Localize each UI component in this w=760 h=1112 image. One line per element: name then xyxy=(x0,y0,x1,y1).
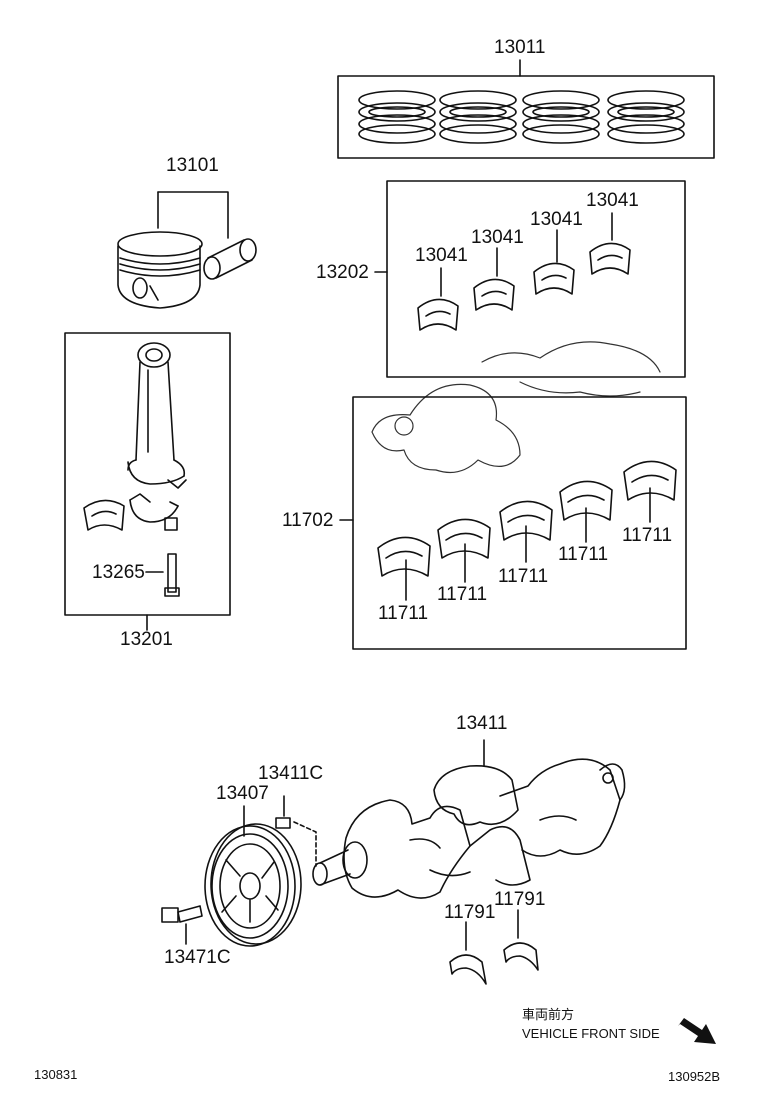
conrod-bearings-group xyxy=(374,180,686,378)
part-number-main-bearing: 11711 xyxy=(622,525,673,546)
diagram-code-left: 130831 xyxy=(34,1067,78,1082)
front-direction-arrow xyxy=(678,1018,716,1044)
part-number-thrust-washer: 11791 xyxy=(444,902,496,923)
part-number-thrust-washer: 11791 xyxy=(494,889,546,910)
part-number-conrod-bolt: 13265 xyxy=(92,562,145,583)
piston-rings-group xyxy=(337,59,715,159)
part-number-main-bearing: 11711 xyxy=(378,603,429,624)
pulley-bolt xyxy=(161,905,203,945)
crankshaft xyxy=(312,739,626,899)
direction-label-japanese: 車両前方 xyxy=(522,1007,575,1022)
piston-assy xyxy=(117,191,257,309)
part-number-conrod-bearing: 13041 xyxy=(586,190,639,211)
conrod-bearing-shell xyxy=(589,242,631,275)
diagram-code-right: 130952B xyxy=(668,1069,721,1084)
piston-ring-set xyxy=(439,90,517,144)
part-number-main-bearings: 11702 xyxy=(282,510,334,531)
part-number-main-bearing: 11711 xyxy=(437,584,488,605)
crank-key xyxy=(275,795,317,867)
conrod-bearing-shell xyxy=(417,298,459,331)
conrod-bearing-shell xyxy=(473,278,515,311)
main-bearing-shell xyxy=(623,460,677,501)
part-number-pulley-bolt: 13471C xyxy=(164,947,231,968)
part-number-conrod-bearing: 13041 xyxy=(471,227,524,248)
main-bearings-group xyxy=(339,396,687,650)
conrod-bearing-shell xyxy=(533,262,575,295)
main-bearing-shell xyxy=(437,518,491,559)
part-number-main-bearing: 11711 xyxy=(498,566,549,587)
part-number-crank-key: 13411C xyxy=(258,763,324,784)
part-number-piston: 13101 xyxy=(166,155,219,176)
part-number-crankshaft: 13411 xyxy=(456,713,508,734)
part-number-main-bearing: 11711 xyxy=(558,544,609,565)
main-bearing-shell xyxy=(377,536,431,577)
part-number-pulley: 13407 xyxy=(216,783,269,804)
piston-ring-set xyxy=(522,90,600,144)
part-number-conrod-bearing: 13041 xyxy=(530,209,583,230)
piston-ring-set xyxy=(607,90,685,144)
conrod-group xyxy=(64,332,231,631)
part-number-piston-rings: 13011 xyxy=(494,37,546,58)
piston-ring-set xyxy=(358,90,436,144)
main-bearing-shell xyxy=(499,500,553,541)
part-number-conrod-bearing: 13041 xyxy=(415,245,468,266)
crankshaft-ghost xyxy=(371,341,661,473)
thrust-washers xyxy=(449,909,539,985)
direction-label-english: VEHICLE FRONT SIDE xyxy=(522,1026,660,1041)
crank-pulley xyxy=(204,805,302,947)
main-bearing-shell xyxy=(559,480,613,521)
part-number-conrod: 13201 xyxy=(120,629,173,650)
part-number-conrod-bearings: 13202 xyxy=(316,262,369,283)
